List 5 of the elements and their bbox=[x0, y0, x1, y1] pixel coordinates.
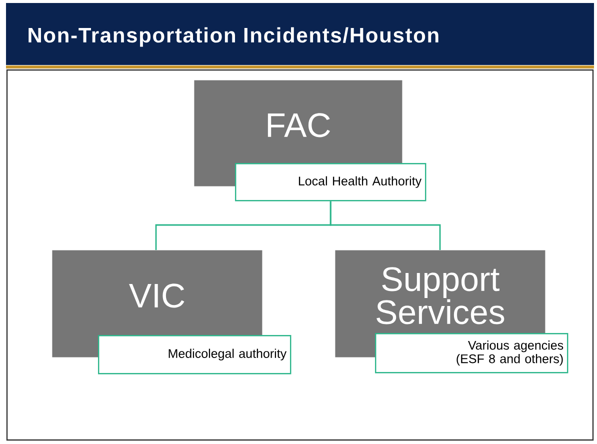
title: Non-Transportation Incidents/Houston bbox=[28, 27, 438, 47]
label-box: Various agencies (ESF 8 and others) bbox=[375, 332, 568, 374]
label-box: Local Health Authority bbox=[235, 163, 426, 202]
label-box: Medicolegal authority bbox=[98, 334, 292, 374]
connector-line bbox=[330, 201, 441, 250]
